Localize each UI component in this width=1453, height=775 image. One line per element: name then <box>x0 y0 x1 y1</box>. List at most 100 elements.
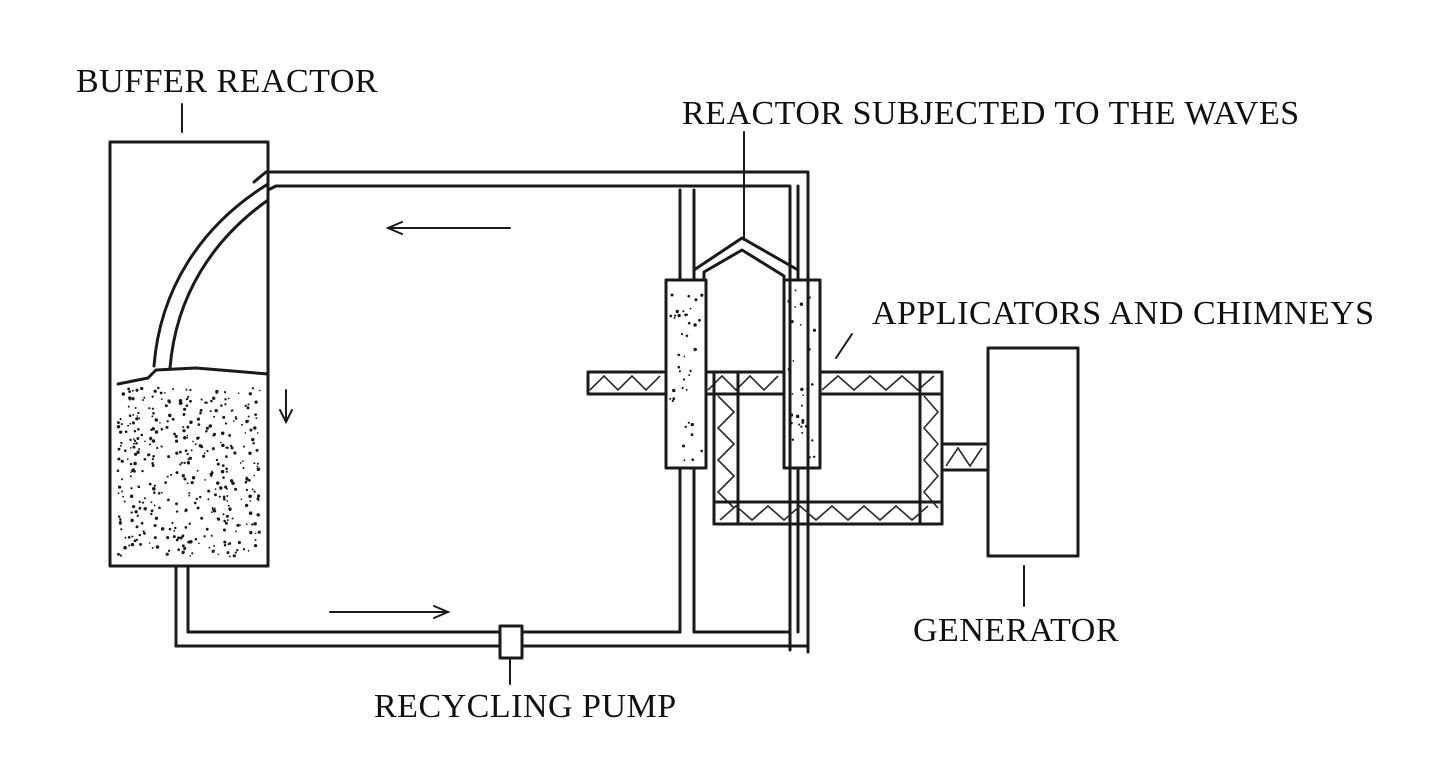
particle-dot <box>179 536 182 539</box>
particle-dot <box>244 432 246 434</box>
particle-dot <box>251 438 254 441</box>
particle-dot <box>136 539 138 541</box>
particle-dot <box>197 507 200 510</box>
particle-dot <box>801 421 804 424</box>
particle-dot <box>130 475 132 477</box>
chimney-particles <box>669 289 816 461</box>
particle-dot <box>211 535 213 537</box>
particle-dot <box>248 550 250 552</box>
particle-dot <box>253 462 255 464</box>
particle-dot <box>124 500 126 502</box>
particle-dot <box>233 420 235 422</box>
particle-dot <box>212 550 215 553</box>
particle-dot <box>677 354 680 357</box>
particle-dot <box>125 430 128 433</box>
particle-dot <box>221 432 225 436</box>
particle-dot <box>173 535 176 538</box>
particle-dot <box>167 499 170 502</box>
particle-dot <box>246 523 248 525</box>
particle-dot <box>811 383 814 386</box>
particle-dot <box>238 541 241 544</box>
particle-dot <box>225 422 227 424</box>
particle-dot <box>228 398 230 400</box>
particle-dot <box>143 397 145 399</box>
particle-dot <box>257 467 261 471</box>
particle-dot <box>139 501 141 503</box>
particle-dot <box>118 492 120 494</box>
particle-dot <box>247 403 249 405</box>
particle-dot <box>141 470 143 472</box>
particle-dot <box>788 299 792 303</box>
particle-dot <box>224 544 227 547</box>
particle-dot <box>150 501 152 503</box>
particle-dot <box>119 518 121 520</box>
particle-dot <box>133 443 135 445</box>
particle-dot <box>241 424 243 426</box>
particle-dot <box>121 423 123 425</box>
particle-dot <box>141 434 144 437</box>
particle-dot <box>800 302 803 305</box>
particle-dot <box>175 439 178 442</box>
particle-dot <box>198 542 200 544</box>
particle-dot <box>128 406 130 408</box>
particle-dot <box>124 449 127 452</box>
particle-dot <box>209 424 213 428</box>
particle-dot <box>808 348 811 351</box>
particle-dot <box>214 493 217 496</box>
label-reactor-waves: REACTOR SUBJECTED TO THE WAVES <box>682 95 1300 132</box>
particle-dot <box>187 396 189 398</box>
particle-dot <box>248 495 252 499</box>
particle-dot <box>681 387 683 389</box>
particle-dot <box>226 488 228 490</box>
particle-dot <box>206 427 209 430</box>
particle-dot <box>157 387 160 390</box>
particle-dot <box>182 534 184 536</box>
particle-dot <box>164 392 166 394</box>
particle-dot <box>181 462 183 464</box>
particle-dot <box>167 420 169 422</box>
particle-dot <box>198 423 201 426</box>
particle-dot <box>191 481 194 484</box>
particle-dot <box>245 405 247 407</box>
particle-dot <box>183 478 186 481</box>
particle-dot <box>132 414 134 416</box>
particle-dot <box>167 476 169 478</box>
particle-dot <box>183 436 187 440</box>
particle-dot <box>183 462 185 464</box>
bottom-pipe <box>176 566 808 646</box>
particle-dot <box>211 511 213 513</box>
particle-dot <box>228 508 231 511</box>
particle-dot <box>165 404 168 407</box>
particle-dot <box>137 412 139 414</box>
particle-dot <box>248 479 251 482</box>
particle-dot <box>256 497 259 500</box>
particle-dot <box>175 452 178 455</box>
particle-dot <box>127 458 129 460</box>
particle-dot <box>168 414 172 418</box>
particle-dot <box>171 522 173 524</box>
particle-dot <box>669 315 672 318</box>
particle-dot <box>189 389 191 391</box>
particle-dot <box>231 447 234 450</box>
particle-dot <box>672 400 674 402</box>
particle-dot <box>151 509 154 512</box>
particle-dot <box>241 498 243 500</box>
particle-dot <box>177 548 180 551</box>
particle-dot <box>231 409 233 411</box>
particle-dot <box>120 528 122 530</box>
particle-dot <box>130 519 133 522</box>
particle-dot <box>683 459 685 461</box>
particle-dot <box>236 524 239 527</box>
particle-dot <box>676 310 679 313</box>
particle-dot <box>139 534 141 536</box>
particle-dot <box>182 474 185 477</box>
label-applicators: APPLICATORS AND CHIMNEYS <box>872 295 1375 332</box>
particle-dot <box>809 456 811 458</box>
particle-dot <box>236 549 238 551</box>
particle-dot <box>179 451 182 454</box>
particle-dot <box>166 536 169 539</box>
particle-dot <box>214 507 216 509</box>
particle-dot <box>792 393 794 395</box>
particle-dot <box>222 476 225 479</box>
particle-dot <box>129 423 131 425</box>
